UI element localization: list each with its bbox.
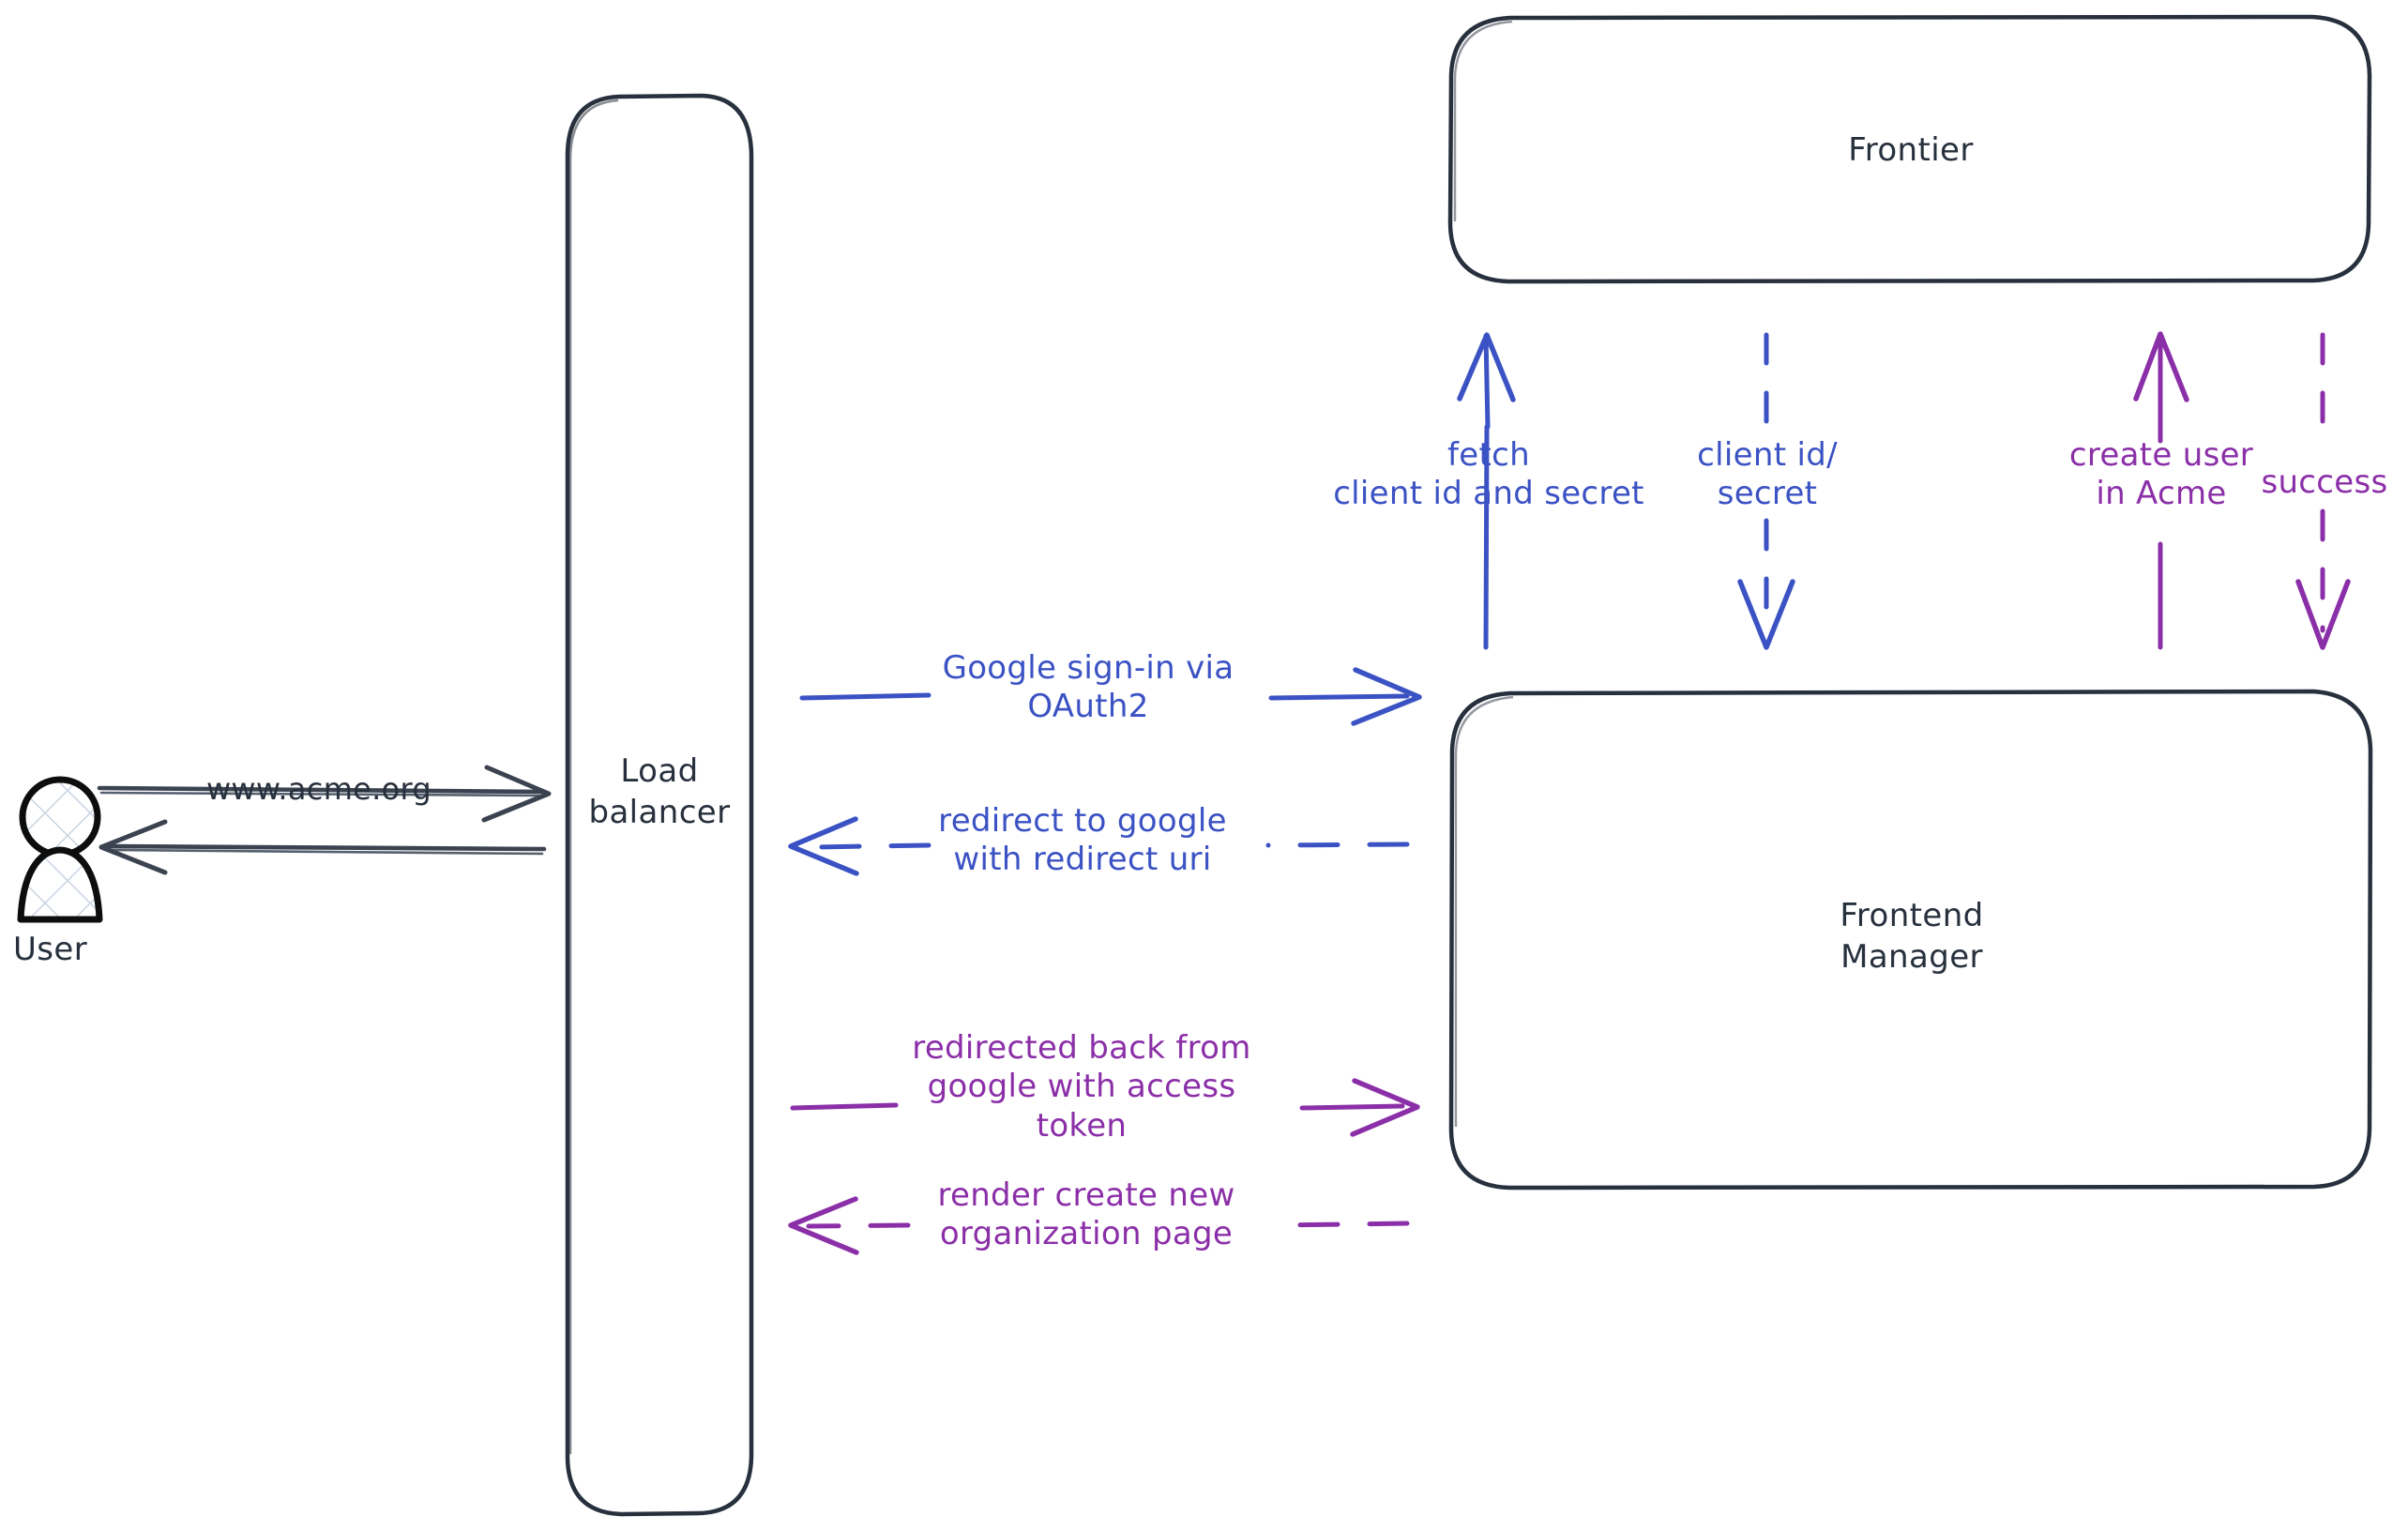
edge-create-user-in-acme-arrow <box>2133 331 2189 650</box>
edge-load-balancer-to-user-arrow <box>98 819 547 875</box>
edge-fetch-client-id-and-secret-arrow <box>1457 332 1516 650</box>
edge-render-create-new-organization-page-arrow <box>788 1196 1410 1255</box>
frontend-manager-shape[interactable] <box>1448 689 2373 1191</box>
edge-success-arrow <box>2295 332 2351 650</box>
edge-client-id-secret-arrow <box>1737 332 1795 650</box>
edge-redirected-back-with-token-arrow <box>790 1078 1420 1137</box>
edge-user-to-load-balancer-arrow <box>97 765 552 823</box>
user-actor-figure <box>17 776 103 923</box>
load-balancer-shape[interactable] <box>565 93 754 1517</box>
frontier-shape[interactable] <box>1447 14 2372 284</box>
edge-google-signin-arrow <box>799 667 1422 726</box>
edge-redirect-to-google-arrow <box>788 816 1410 876</box>
